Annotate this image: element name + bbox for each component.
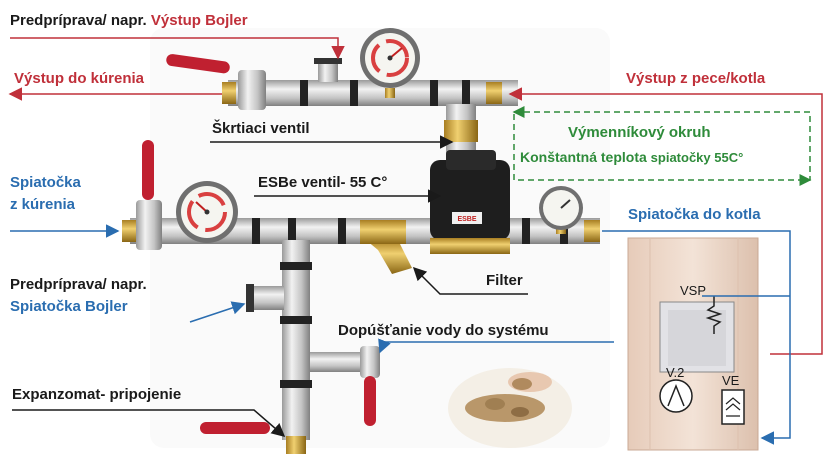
label-exchanger-sub-b: spiatočky 55C°: [650, 150, 744, 165]
label-prep2-highlight: Spiatočka Bojler: [10, 298, 128, 315]
label-return-heating-2: z kúrenia: [10, 196, 76, 213]
boiler-illustration: [627, 237, 790, 451]
label-return-heating-1: Spiatočka: [10, 174, 81, 191]
label-top-prep-prefix: Predpríprava/ napr.: [10, 12, 147, 29]
arrows: [8, 37, 823, 445]
svg-text:ESBE: ESBE: [457, 216, 476, 223]
label-exchanger-sub: Konštantná teplota spiatočky 55C°: [520, 148, 743, 167]
label-filter: Filter: [486, 272, 523, 289]
label-top-prep-highlight: Výstup Bojler: [150, 12, 248, 29]
label-return-boiler: Spiatočka do kotla: [628, 206, 761, 223]
label-out-heating: Výstup do kúrenia: [14, 70, 145, 87]
lower-pipe-assembly: [200, 240, 380, 454]
label-vsp: VSP: [680, 283, 707, 298]
label-top-prep: Predpríprava/ napr. Výstup Bojler: [10, 12, 248, 30]
label-v2: V.2: [666, 365, 685, 380]
ve-valve-icon: [721, 389, 745, 425]
label-esbe-valve: ESBe ventil- 55 C°: [258, 174, 388, 191]
label-prep2-prefix: Predpríprava/ napr.: [10, 276, 147, 293]
label-fill-water: Dopúšťanie vody do systému: [338, 322, 549, 339]
label-exchanger-sub-a: Konštantná teplota: [520, 149, 647, 165]
label-throttle-valve: Škrtiaci ventil: [212, 120, 310, 137]
label-ve: VE: [722, 373, 740, 388]
exchanger-circuit-box: [513, 111, 811, 181]
label-exchanger-title: Výmenníkový okruh: [568, 124, 711, 141]
label-expansion: Expanzomat- pripojenie: [12, 386, 182, 403]
label-out-stove: Výstup z pece/kotla: [626, 70, 766, 87]
pellets-illustration: [448, 368, 572, 448]
middle-pipe-assembly: ESBE: [122, 140, 600, 274]
